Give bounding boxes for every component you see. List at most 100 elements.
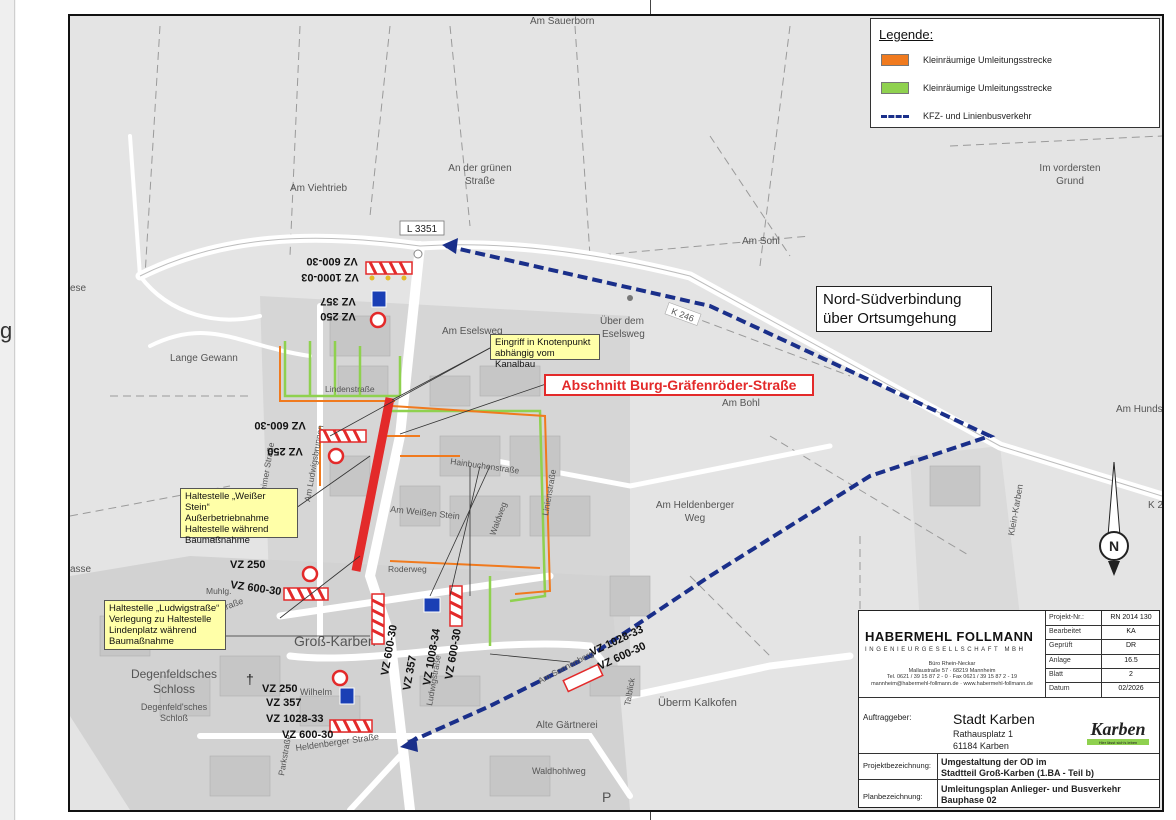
map-frame: L 3351 K 246 Am Sauerborn An der grünen … — [68, 14, 1164, 812]
meta-key: Geprüft — [1049, 642, 1073, 649]
label-talblick: Talblick — [622, 676, 637, 706]
callout-line: Verlegung zu Haltestelle — [109, 614, 212, 625]
bus-route-arrow-north — [442, 238, 458, 254]
stray-glyph: g — [0, 318, 13, 343]
karben-slogan-bar — [1087, 739, 1149, 745]
office-line: Büro Rhein-Neckar — [928, 661, 976, 667]
sign-label-s-4: VZ 600-30 — [282, 729, 333, 741]
label-ueber-dem-1: Über dem — [600, 315, 644, 327]
callout-line: Nord-Südverbindung — [823, 291, 962, 308]
sign-label-mid-1: VZ 600-30 — [254, 419, 305, 431]
label-degenfeld-3: Degenfeld'sches — [141, 702, 208, 712]
client-label: Auftraggeber: — [863, 713, 912, 722]
plan-label: Planbezeichnung: — [863, 792, 923, 801]
meta-key: Bearbeitet — [1049, 628, 1081, 635]
label-am-sauerborn: Am Sauerborn — [530, 16, 594, 27]
sign-no-entry-south — [331, 669, 349, 687]
label-lange-gewann: Lange Gewann — [170, 353, 238, 364]
legend-item-bus: KFZ- und Linienbusverkehr — [881, 109, 1032, 123]
sign-label-north-4: VZ 250 — [320, 310, 355, 322]
legend-dashed-line — [881, 114, 909, 118]
legend-item-green: Kleinräumige Umleitungsstrecke — [881, 81, 1052, 95]
label-degenfeld-1: Degenfeldsches — [131, 667, 217, 681]
sign-dead-end-south — [339, 687, 355, 705]
meta-key: Blatt — [1049, 671, 1064, 678]
meta-key: Anlage — [1049, 657, 1071, 664]
label-ueberm-kalkofen: Überm Kalkofen — [658, 697, 737, 709]
callout-weisser-stein: Haltestelle „Weißer Stein“ Außerbetriebn… — [180, 488, 298, 546]
church-icon: † — [246, 671, 254, 687]
sign-dead-end-north — [371, 290, 387, 308]
legend-label: KFZ- und Linienbusverkehr — [923, 111, 1032, 121]
karben-logo: Karben Hier lässt sich's leben — [1087, 719, 1149, 745]
sign-dead-end-center — [423, 597, 441, 613]
meta-value: KA — [1126, 628, 1136, 635]
sign-barrier-vertical — [371, 593, 385, 645]
legend-swatch-green — [881, 82, 909, 94]
company-logo: HABERMEHL FOLLMANN — [865, 629, 1033, 644]
label-im-vordersten-1: Im vordersten — [1039, 163, 1100, 174]
sign-label-s-1: VZ 250 — [262, 683, 297, 695]
label-an-der-gruenen-2: Straße — [465, 176, 495, 187]
client-address-2: 61184 Karben — [953, 741, 1009, 751]
label-am-viehtrieb: Am Viehtrieb — [290, 183, 348, 194]
callout-line: abhängig vom Kanalbau — [495, 348, 555, 370]
callout-line: Eingriff in Knotenpunkt — [495, 337, 591, 348]
sign-no-entry-north — [369, 311, 387, 329]
legend-swatch-orange — [881, 54, 909, 66]
callout-line: Außerbetriebnahme — [185, 513, 269, 524]
callout-knotenpunkt: Eingriff in Knotenpunkt abhängig vom Kan… — [490, 334, 600, 370]
meta-key: Datum — [1049, 685, 1070, 692]
meta-value: 16.5 — [1124, 657, 1138, 664]
page-fold-mark-bottom — [650, 812, 651, 820]
parking-icon: P — [602, 789, 611, 805]
client-name: Stadt Karben — [953, 711, 1035, 727]
label-am-heldenberger-1: Am Heldenberger — [656, 500, 735, 511]
field-boundaries — [70, 25, 1162, 676]
label-alte-gaertnerei: Alte Gärtnerei — [536, 720, 598, 731]
project-label: Projektbezeichnung: — [863, 761, 931, 770]
sign-barrier-south — [329, 719, 373, 733]
callout-leaders — [220, 347, 571, 663]
sign-barrier-center — [449, 585, 463, 627]
label-waldhohlweg: Waldhohlweg — [532, 766, 586, 776]
callout-construction-section: Abschnitt Burg-Gräfenröder-Straße — [544, 374, 814, 396]
sign-label-sw-1: VZ 250 — [230, 559, 265, 571]
svg-text:N: N — [1109, 538, 1119, 554]
office-line: Mallaustraße 57 · 68219 Mannheim — [908, 667, 996, 674]
label-ese: ese — [70, 283, 87, 294]
label-am-heldenberger-2: Weg — [685, 513, 705, 524]
callout-line: Haltestelle während — [185, 524, 269, 535]
sign-barrier-se — [562, 663, 604, 693]
label-im-vordersten-2: Grund — [1056, 176, 1084, 187]
label-asse: asse — [70, 564, 92, 575]
label-wilhelm: Wilhelm — [300, 687, 332, 697]
office-line: Tel. 0621 / 39 15 87 2 - 0 · Fax 0621 / … — [886, 674, 1018, 680]
roundabout — [413, 249, 423, 259]
map-canvas: L 3351 K 246 Am Sauerborn An der grünen … — [70, 16, 1162, 810]
road-label-box — [399, 220, 445, 236]
north-arrow-icon: N — [1099, 461, 1129, 576]
label-am-bohl: Am Bohl — [722, 398, 760, 409]
road-label-box-k246 — [664, 302, 702, 326]
label-an-der-gruenen-1: An der grünen — [448, 163, 511, 174]
callout-line: Haltestelle „Ludwigstraße“ — [109, 603, 220, 614]
client-address-1: Rathausplatz 1 — [953, 729, 1014, 739]
label-roderweg: Roderweg — [388, 564, 427, 574]
road-casings — [139, 237, 1162, 497]
legend-item-orange: Kleinräumige Umleitungsstrecke — [881, 53, 1052, 67]
map-legend: Legende: Kleinräumige Umleitungsstrecke … — [870, 18, 1160, 128]
callout-line: Lindenplatz während — [109, 625, 197, 636]
company-name: HABERMEHL FOLLMANN — [865, 629, 1034, 644]
company-office: Büro Rhein-Neckar Mallaustraße 57 · 6821… — [859, 661, 1045, 687]
karben-logo-text: Karben — [1089, 719, 1145, 739]
label-am-eselsweg: Am Eselsweg — [442, 326, 503, 337]
sign-label-north-2: VZ 1000-03 — [301, 271, 358, 283]
bus-route-arrow-south — [400, 736, 418, 752]
meta-value: RN 2014 130 — [1110, 614, 1152, 621]
karben-slogan: Hier lässt sich's leben — [1099, 740, 1138, 745]
project-title-2: Stadtteil Groß-Karben (1.BA - Teil b) — [941, 768, 1095, 778]
callout-line: über Ortsumgehung — [823, 310, 957, 327]
plan-title-1: Umleitungsplan Anlieger- und Busverkehr — [941, 784, 1121, 794]
